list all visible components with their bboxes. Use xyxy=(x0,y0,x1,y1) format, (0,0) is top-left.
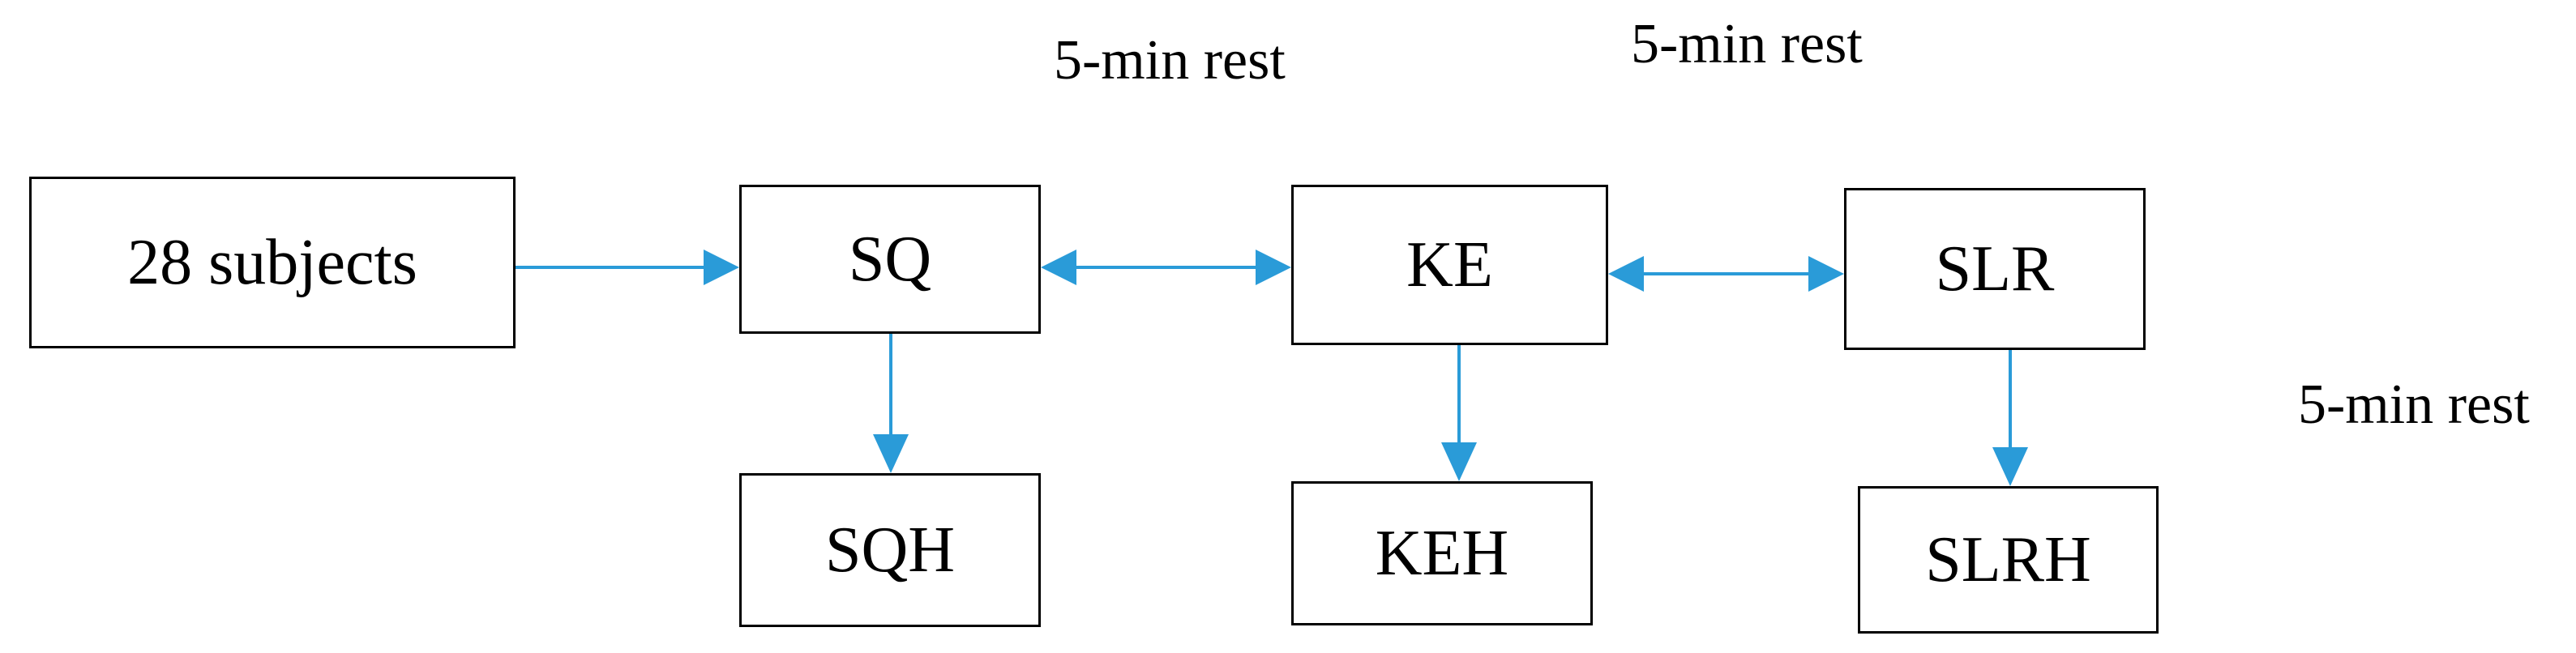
arrowhead-sq xyxy=(704,250,739,285)
rest-label-ke-slr: 5-min rest xyxy=(1631,13,1863,75)
node-sqh-label: SQH xyxy=(824,514,956,586)
node-28-subjects-label: 28 subjects xyxy=(127,227,417,298)
node-sq: SQ xyxy=(739,185,1041,334)
arrowhead-sq-left xyxy=(1041,250,1076,285)
node-sqh: SQH xyxy=(739,473,1041,627)
node-sq-label: SQ xyxy=(848,224,932,295)
arrowhead-keh xyxy=(1441,442,1477,481)
arrowhead-slrh xyxy=(1992,447,2028,486)
rest-label-sq-ke: 5-min rest xyxy=(1054,29,1286,92)
rest-label-slr-slrh: 5-min rest xyxy=(2298,373,2530,436)
node-keh-label: KEH xyxy=(1375,518,1509,589)
node-slrh-label: SLRH xyxy=(1925,524,2091,595)
arrowhead-slr-right xyxy=(1808,256,1844,292)
node-ke-label: KE xyxy=(1406,229,1493,301)
node-slr-label: SLR xyxy=(1935,233,2055,305)
arrowhead-ke-left xyxy=(1608,256,1644,292)
node-ke: KE xyxy=(1291,185,1608,345)
arrowhead-sqh xyxy=(873,434,909,473)
arrowhead-ke-right xyxy=(1256,250,1291,285)
node-slrh: SLRH xyxy=(1858,486,2159,634)
node-28-subjects: 28 subjects xyxy=(29,177,516,348)
node-keh: KEH xyxy=(1291,481,1593,625)
node-slr: SLR xyxy=(1844,188,2146,350)
